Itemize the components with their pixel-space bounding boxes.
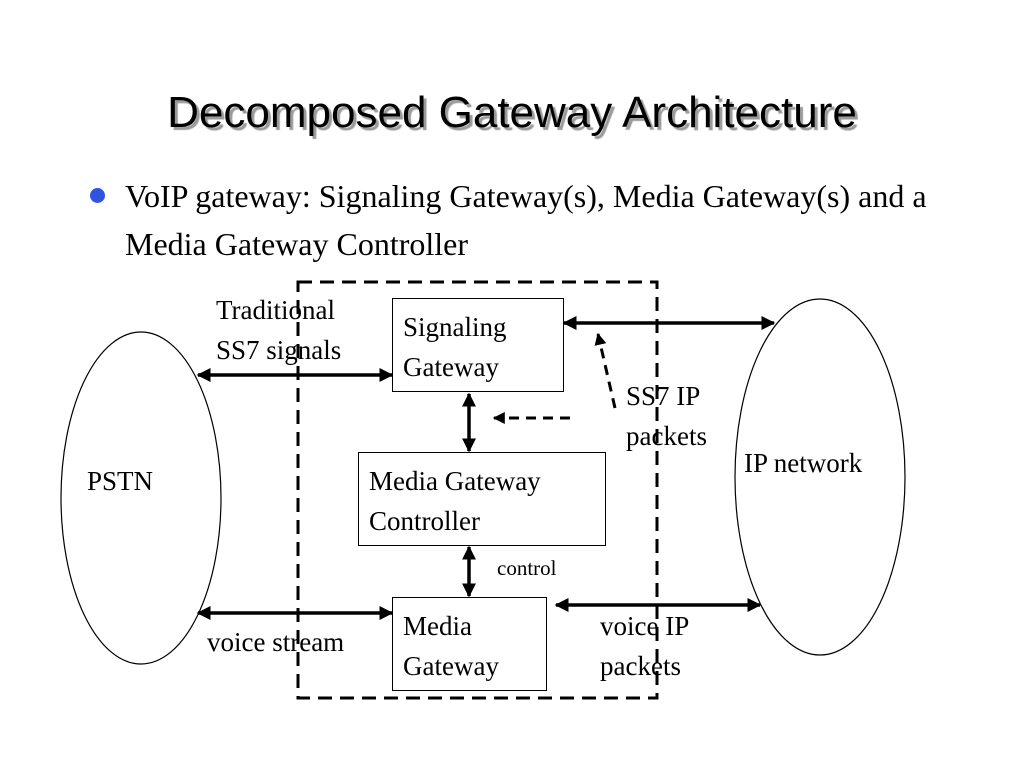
voice-ip-line2: packets: [600, 651, 681, 681]
ip-network-ellipse: [734, 298, 906, 656]
signaling-gateway-line1: Signaling: [403, 312, 507, 342]
slide-title: Decomposed Gateway Architecture: [167, 88, 857, 137]
ip-network-label: IP network: [744, 448, 863, 478]
gateway-boundary: [296, 280, 659, 700]
media-gateway-line1: Media: [403, 611, 472, 641]
media-gateway-line2: Gateway: [403, 651, 499, 681]
bullet-dot-icon: [90, 188, 105, 203]
ss7-ip-line2: packets: [626, 421, 707, 451]
ss7-ip-packets-label: SS7 IP packets: [626, 376, 707, 456]
mgc-line2: Controller: [369, 506, 480, 536]
ss7-ip-dashed-arrow-up: [594, 332, 617, 409]
traditional-ss7-label: Traditional SS7 signals: [216, 290, 341, 370]
pstn-label: PSTN: [87, 466, 154, 496]
bullet-text: VoIP gateway: Signaling Gateway(s), Medi…: [125, 178, 927, 262]
media-gateway-box: Media Gateway: [392, 597, 547, 691]
voice-ip-packets-label: voice IP packets: [600, 606, 689, 686]
media-gateway-controller-box: Media Gateway Controller: [358, 452, 606, 546]
control-label: control: [497, 556, 557, 580]
mgc-line1: Media Gateway: [369, 466, 541, 496]
pstn-ellipse: [60, 331, 222, 665]
voice-ip-line1: voice IP: [600, 611, 690, 641]
traditional-ss7-line1: Traditional: [216, 295, 336, 325]
traditional-ss7-line2: SS7 signals: [216, 335, 342, 365]
ss7-ip-line1: SS7 IP: [626, 381, 701, 411]
signaling-gateway-line2: Gateway: [403, 352, 499, 382]
voice-stream-label: voice stream: [207, 627, 345, 657]
signaling-gateway-box: Signaling Gateway: [392, 298, 564, 392]
